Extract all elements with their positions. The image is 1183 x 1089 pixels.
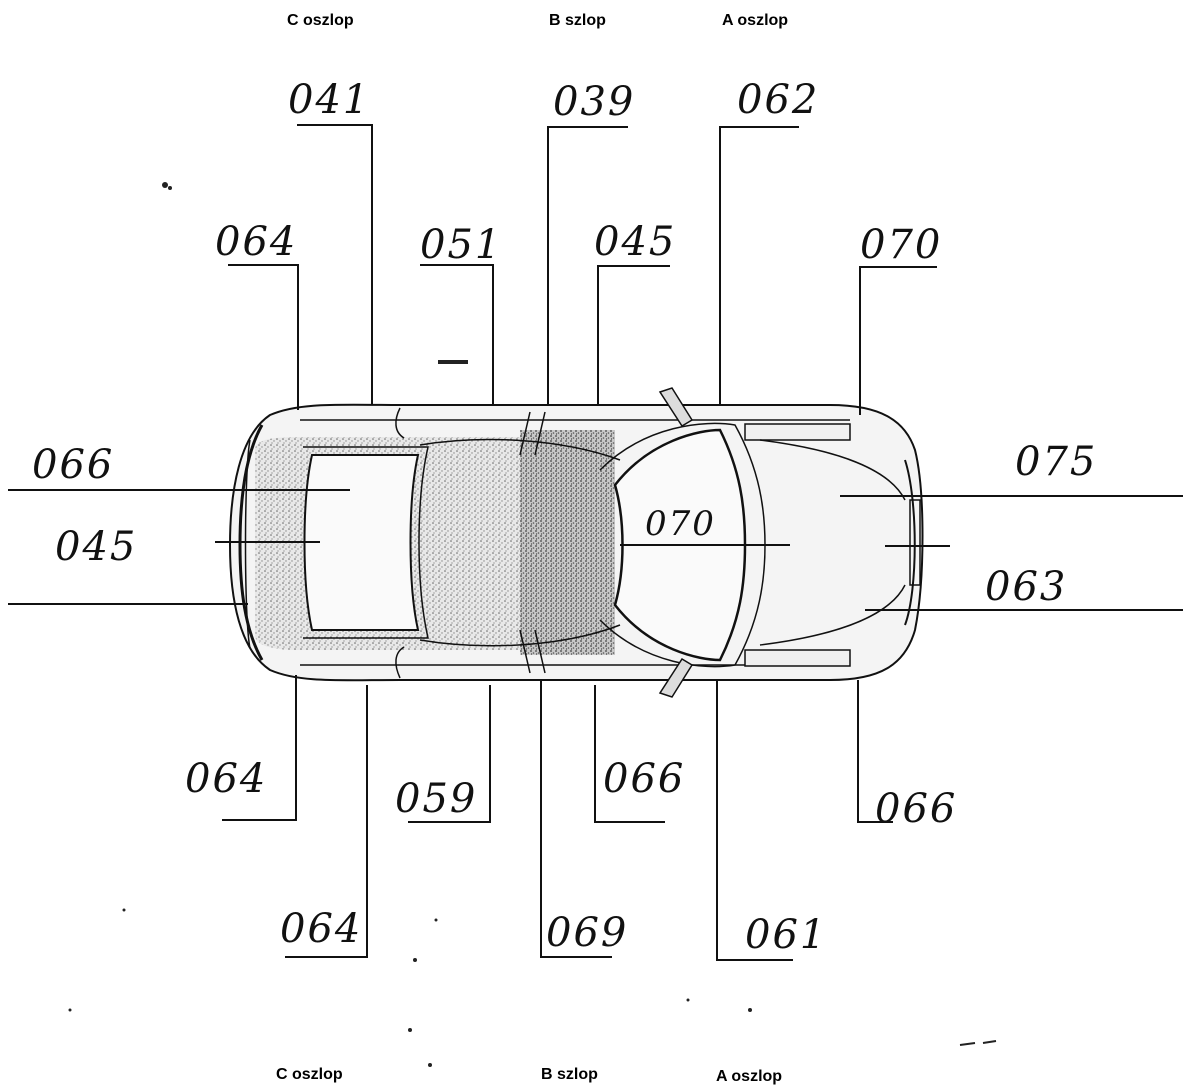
a-pillar-label-top: A oszlop	[722, 12, 789, 29]
code-bottom-rear-door: 059	[395, 776, 477, 822]
code-bottom-c-pillar: 064	[280, 906, 362, 952]
code-left-middle: 045	[55, 524, 137, 570]
code-top-front-door: 045	[594, 219, 676, 265]
b-pillar-label-top: B szlop	[549, 12, 606, 29]
code-top-b-pillar: 039	[553, 79, 635, 125]
leader-lines	[8, 124, 1183, 961]
c-pillar-label-top: C oszlop	[287, 12, 354, 29]
code-top-a-pillar: 062	[737, 77, 819, 123]
code-bottom-rear-quarter: 064	[185, 756, 267, 802]
code-right-upper: 075	[1015, 439, 1097, 485]
scan-specks	[68, 182, 997, 1067]
code-bottom-front-door: 066	[603, 756, 685, 802]
code-top-front-fender: 070	[860, 222, 942, 268]
code-right-lower: 063	[985, 564, 1067, 610]
code-top-c-pillar: 041	[288, 77, 370, 123]
code-top-rear-quarter: 064	[215, 219, 297, 265]
handwritten-codes: 041 039 062 064 051 045 070 066 045 070 …	[32, 77, 1097, 958]
code-bottom-front-fender: 066	[875, 786, 957, 832]
c-pillar-label-bottom: C oszlop	[276, 1066, 343, 1083]
code-bottom-b-pillar: 069	[546, 910, 628, 956]
code-roof: 070	[645, 504, 716, 544]
a-pillar-label-bottom: A oszlop	[716, 1068, 783, 1085]
b-pillar-label-bottom: B szlop	[541, 1066, 598, 1083]
code-top-rear-door: 051	[420, 222, 502, 268]
code-bottom-a-pillar: 061	[745, 912, 827, 958]
code-left-upper: 066	[32, 442, 114, 488]
car-body	[228, 387, 924, 698]
